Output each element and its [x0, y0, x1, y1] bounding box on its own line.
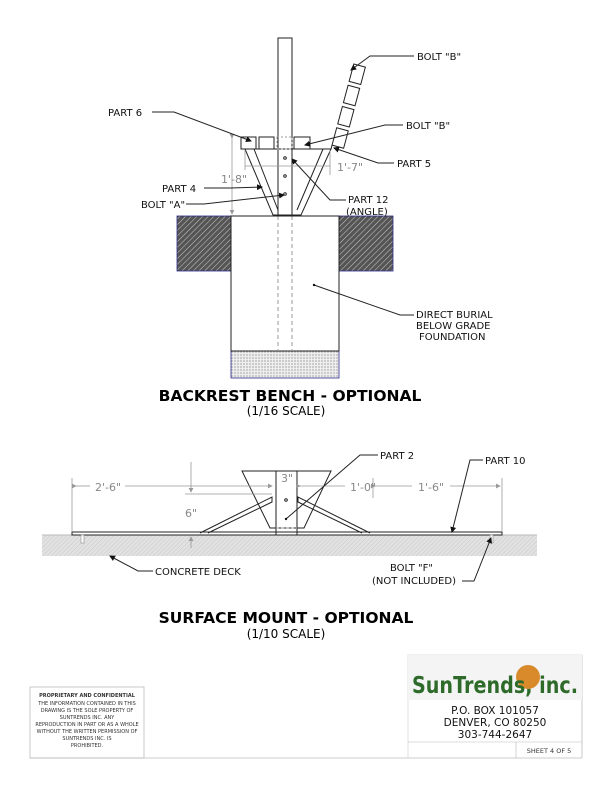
label-part5: PART 5 [397, 159, 431, 170]
backrest-slats [330, 63, 366, 150]
confidential-line: SUNTRENDS INC. ANY [60, 715, 116, 721]
label-bolt-a: BOLT "A" [141, 200, 185, 211]
seat-slat [240, 136, 257, 150]
address-line-2: DENVER, CO 80250 [444, 717, 547, 729]
backrest-bench-view: 1'-8" 1'-7" BOLT "B" PART 6 BOLT "B" PAR… [108, 37, 493, 418]
confidential-box: PROPRIETARY AND CONFIDENTIAL THE INFORMA… [29, 686, 145, 759]
confidential-heading: PROPRIETARY AND CONFIDENTIAL [39, 693, 136, 699]
confidential-line: SUNTRENDS INC. IS [62, 736, 111, 742]
right-soil-hatch [338, 215, 394, 272]
label-bolt-b-top: BOLT "B" [417, 52, 461, 63]
sheet-number: SHEET 4 OF 5 [527, 747, 572, 755]
confidential-line: REPRODUCTION IN PART OR AS A WHOLE [35, 722, 138, 728]
surface-mount-view: 2'-6" 3" 1'-0" 1'-6" 6" PART 2 PART 10 C… [42, 451, 537, 641]
foundation-box [230, 215, 340, 352]
address-line-1: P.O. BOX 101057 [451, 705, 539, 717]
dim-width: 1'-7" [337, 161, 363, 174]
label-part12-angle: (ANGLE) [346, 207, 388, 218]
gravel-base [230, 350, 340, 379]
logo-text: SunTrends, inc. [412, 673, 578, 699]
concrete-deck [42, 535, 537, 556]
post [275, 470, 298, 536]
dim-mid: 1'-0" [350, 481, 376, 494]
confidential-line: PROHIBITED. [71, 743, 104, 749]
dim-height: 1'-8" [221, 173, 247, 186]
label-part2: PART 2 [380, 451, 414, 462]
label-foundation-3: FOUNDATION [419, 332, 485, 343]
left-soil-hatch [176, 215, 232, 272]
label-part10: PART 10 [485, 456, 525, 467]
phone: 303-744-2647 [458, 729, 532, 741]
dim-post: 3" [281, 472, 293, 485]
post [277, 37, 293, 216]
label-part12: PART 12 [348, 195, 388, 206]
label-bolt-f: BOLT "F" [390, 563, 433, 574]
confidential-line: WITHOUT THE WRITTEN PERMISSION OF [37, 729, 138, 735]
dim-height: 6" [185, 507, 197, 520]
surface-scale: (1/10 SCALE) [247, 627, 326, 641]
dim-right: 1'-6" [418, 481, 444, 494]
confidential-line: DRAWING IS THE SOLE PROPERTY OF [41, 708, 134, 714]
label-foundation-1: DIRECT BURIAL [416, 310, 493, 321]
label-foundation-2: BELOW GRADE [416, 321, 490, 332]
label-bolt-f-note: (NOT INCLUDED) [372, 576, 456, 587]
backrest-scale: (1/16 SCALE) [247, 404, 326, 418]
suntrends-logo: SunTrends, inc. [408, 655, 582, 700]
seat-slat [293, 136, 311, 150]
seat-slat [258, 136, 275, 150]
backrest-title: BACKREST BENCH - OPTIONAL [159, 387, 422, 405]
company-block: SunTrends, inc. P.O. BOX 101057 DENVER, … [407, 654, 583, 759]
label-part6: PART 6 [108, 108, 142, 119]
surface-title: SURFACE MOUNT - OPTIONAL [159, 609, 414, 627]
label-bolt-b-mid: BOLT "B" [406, 121, 450, 132]
sun-icon [516, 665, 540, 689]
confidential-line: THE INFORMATION CONTAINED IN THIS [37, 701, 136, 707]
seat-slat [276, 136, 293, 150]
label-concrete-deck: CONCRETE DECK [155, 567, 241, 578]
label-part4: PART 4 [162, 184, 196, 195]
dim-left: 2'-6" [95, 481, 121, 494]
